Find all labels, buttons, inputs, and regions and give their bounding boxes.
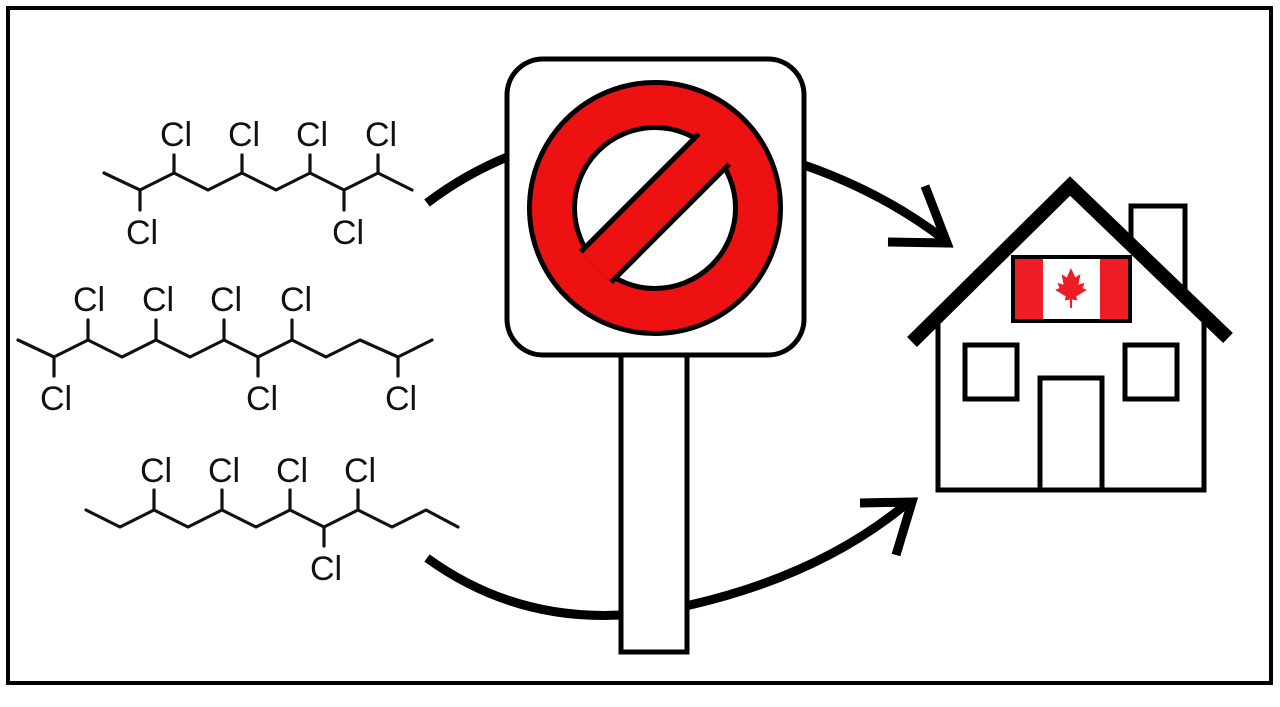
arrowhead [887,184,954,248]
chlorine-label: Cl [126,214,158,252]
chlorine-label: Cl [344,452,376,490]
chlorine-label: Cl [228,116,260,154]
window-left [962,342,1020,402]
arrowhead [859,497,919,557]
carbon-backbone [84,508,460,529]
chlorine-label: Cl [208,452,240,490]
chlorine-label: Cl [296,116,328,154]
prohibition-icon [527,80,783,336]
chlorine-label: Cl [310,550,342,588]
chlorine-label: Cl [210,281,242,319]
carbon-backbone [102,171,414,192]
import-flow-arrow [424,501,908,620]
molecule-3: Cl Cl Cl Cl Cl [84,452,460,588]
chlorine-label: Cl [365,116,397,154]
window-right [1122,342,1180,402]
chlorine-label: Cl [160,116,192,154]
molecule-1: Cl Cl Cl Cl Cl Cl [102,116,414,252]
house-icon [907,176,1233,493]
chlorine-label: Cl [280,281,312,319]
blocked-flow-arrow-right [793,157,948,244]
chlorine-label: Cl [40,380,72,418]
chlorine-label: Cl [385,380,417,418]
door [1037,375,1105,493]
prohibition-sign [504,56,807,655]
chlorine-label: Cl [142,281,174,319]
arrows [424,145,954,620]
chlorine-label: Cl [73,281,105,319]
chlorine-label: Cl [246,380,278,418]
chlorine-label: Cl [140,452,172,490]
molecule-2: Cl Cl Cl Cl Cl Cl Cl [16,281,434,418]
chlorine-label: Cl [332,214,364,252]
chlorine-label: Cl [276,452,308,490]
roof [907,176,1233,347]
sign-post [618,352,690,655]
canada-flag-icon [1011,255,1132,323]
